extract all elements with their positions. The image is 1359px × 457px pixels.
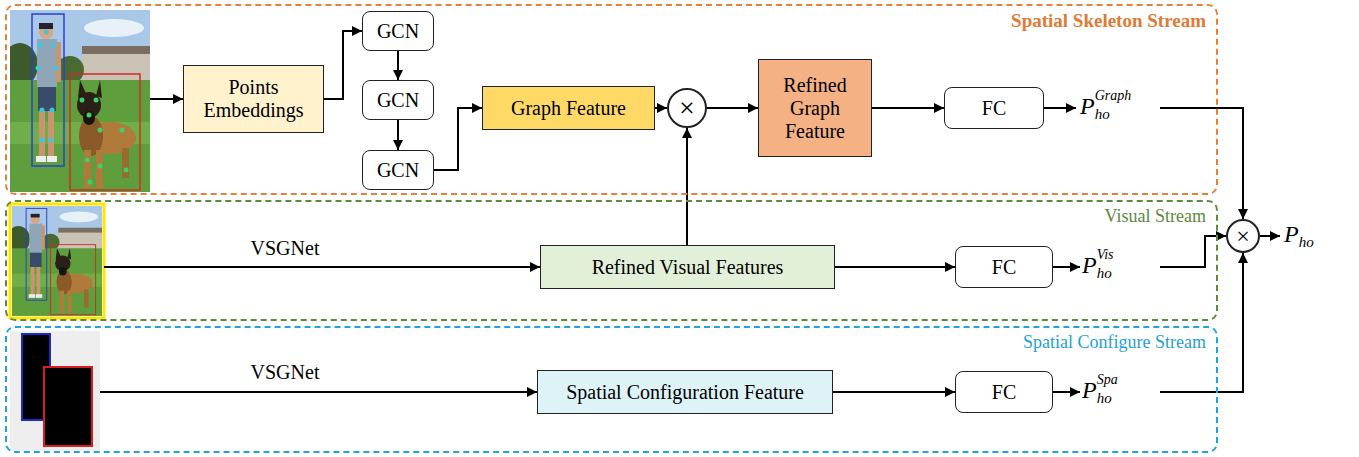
layout-arrows — [100, 99, 1280, 392]
operator-symbol: × — [679, 94, 695, 122]
box-label: GCN — [377, 159, 419, 182]
stream-title: Spatial Skeleton Stream — [1001, 6, 1216, 36]
box-label: Spatial Configuration Feature — [566, 381, 804, 404]
input-arrow — [150, 98, 183, 100]
fc-box: FC — [944, 87, 1044, 129]
flow-arrow — [324, 31, 362, 99]
map-ground — [10, 331, 100, 451]
stage-label: VSGNet — [251, 362, 320, 382]
math-symbol: P — [1284, 222, 1299, 246]
feature-box: Graph Feature — [482, 86, 655, 130]
result-arrow — [1260, 235, 1280, 237]
flow-arrow — [434, 108, 482, 170]
gcn-box: GCN — [362, 150, 434, 190]
math-symbol: P — [1082, 253, 1097, 277]
fc-box: FC — [955, 246, 1053, 288]
gcn-box: GCN — [362, 80, 434, 120]
input-arrow — [100, 391, 537, 393]
connectors — [324, 31, 955, 392]
math-symbol: Graph — [1095, 89, 1132, 103]
output-arrow — [1053, 391, 1080, 393]
box-label: GCN — [377, 20, 419, 43]
box-label: Graph Feature — [511, 97, 626, 120]
box-label: FC — [982, 97, 1006, 120]
math-symbol: ho — [1299, 235, 1314, 250]
feature-box: Refined Graph Feature — [758, 59, 872, 157]
multiply-node: × — [1226, 219, 1260, 253]
flow-arrow — [835, 266, 955, 268]
flow-arrow — [655, 107, 667, 109]
box-label: Points Embeddings — [190, 76, 317, 122]
math-symbol: P — [1082, 378, 1097, 402]
flow-arrow — [397, 120, 399, 150]
flow-arrow — [833, 391, 955, 393]
box-label: Refined Graph Feature — [765, 74, 865, 143]
visual-photo — [12, 206, 102, 316]
person-keypoints — [36, 30, 59, 143]
input-photo — [10, 10, 150, 192]
feature-box: Refined Visual Features — [540, 245, 835, 289]
process-box: Points Embeddings — [183, 65, 324, 133]
flow-arrow — [397, 51, 399, 80]
spatial-map — [10, 331, 100, 451]
photo-scene — [12, 206, 102, 316]
dog-keypoints — [80, 98, 129, 185]
stream-title: Visual Stream — [1095, 202, 1216, 231]
output-arrow — [1044, 107, 1076, 109]
box-label: FC — [992, 381, 1016, 404]
operator-symbol: × — [1236, 224, 1250, 248]
stream-band: Visual StreamRefined Visual Features FC — [5, 200, 1218, 321]
math-symbol: Vis — [1097, 248, 1114, 262]
photo-frame — [10, 204, 104, 318]
multiply-node: × — [667, 88, 707, 128]
box-label: FC — [992, 256, 1016, 279]
fc-box: FC — [955, 371, 1053, 413]
feature-box: Spatial Configuration Feature — [537, 370, 833, 414]
math-symbol: ho — [1097, 266, 1112, 281]
gcn-box: GCN — [362, 11, 434, 51]
fusion-arrow — [1160, 108, 1243, 219]
math-symbol: ho — [1097, 391, 1112, 406]
stream-title: Spatial Configure Stream — [1013, 328, 1216, 357]
fusion-arrow — [1160, 253, 1243, 392]
stream-band: Spatial Configure StreamSpatial Configur… — [5, 326, 1218, 453]
object-mask — [44, 367, 92, 446]
stage-label: VSGNet — [251, 238, 320, 258]
flow-arrow — [707, 107, 758, 109]
math-symbol: Spa — [1097, 373, 1118, 387]
flow-arrow — [872, 107, 944, 109]
box-label: GCN — [377, 89, 419, 112]
math-symbol: P — [1080, 94, 1095, 118]
math-symbol: ho — [1095, 107, 1110, 122]
input-arrow — [104, 266, 540, 268]
stream-band: Spatial Skeleton StreamPoints Embeddings… — [5, 4, 1218, 195]
photo-scene — [10, 10, 150, 192]
output-arrow — [1053, 266, 1080, 268]
flow-arrow — [686, 128, 688, 245]
box-label: Refined Visual Features — [592, 256, 784, 279]
